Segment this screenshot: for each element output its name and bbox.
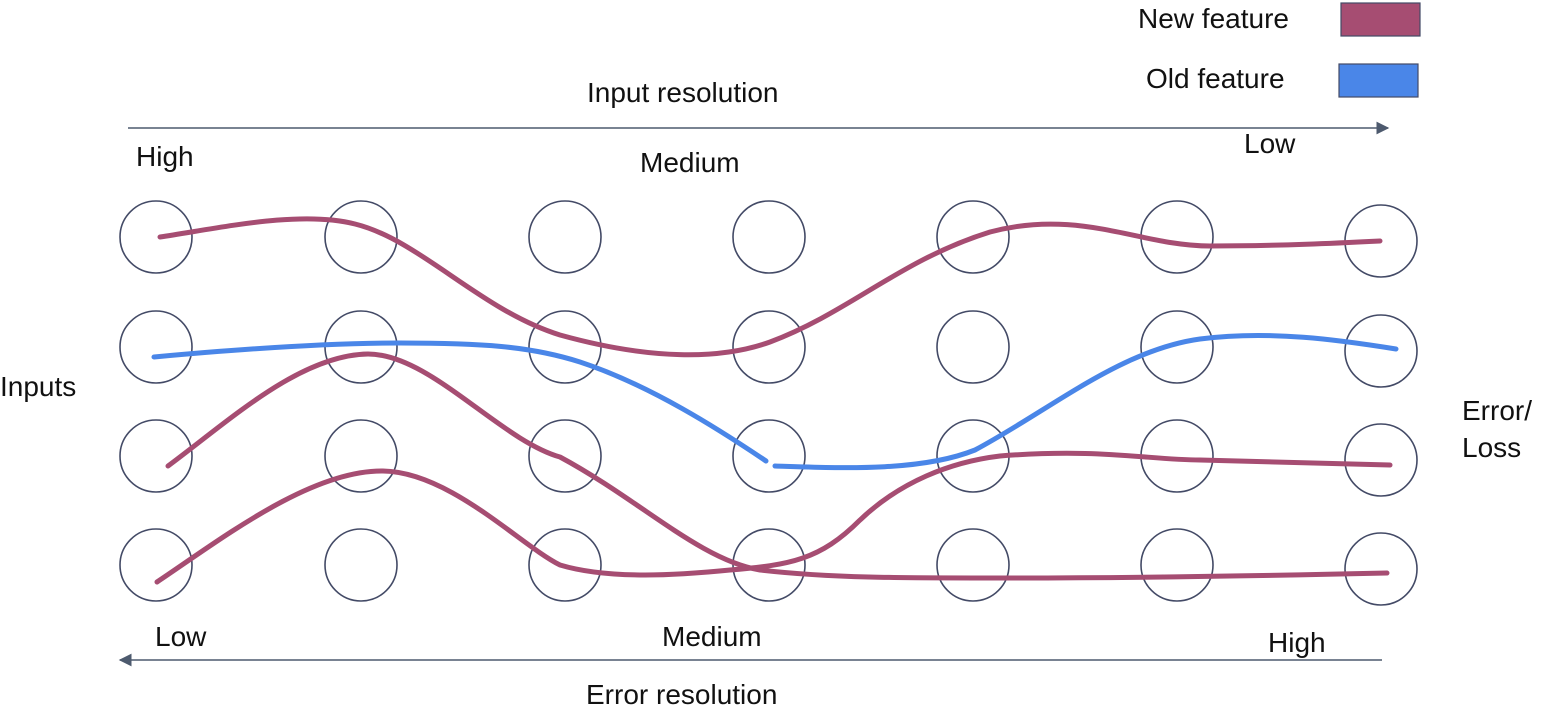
node-r3-c7 — [1344, 423, 1418, 497]
feature-curves — [151, 216, 1399, 585]
node-r2-c6 — [1140, 310, 1214, 384]
node-r4-c6 — [1140, 528, 1214, 602]
bottom-axis: Low Medium High Error resolution — [118, 621, 1382, 707]
old-feature-path-1 — [151, 340, 769, 464]
top-axis: Input resolution High Medium Low — [128, 77, 1390, 178]
top-axis-title: Input resolution — [587, 77, 778, 108]
node-r3-c1 — [119, 419, 193, 493]
new-feature-path-3 — [154, 450, 1393, 585]
node-r1-c4 — [732, 200, 806, 274]
node-r2-c1 — [119, 310, 193, 384]
top-axis-left-label: High — [136, 141, 194, 172]
node-r3-c4 — [732, 419, 806, 493]
legend-old-feature-swatch — [1338, 63, 1419, 98]
node-r4-c1 — [119, 528, 193, 602]
node-r3-c3 — [528, 419, 602, 493]
node-r2-c4 — [732, 310, 806, 384]
error-label-line1: Error/ — [1462, 395, 1532, 426]
top-axis-mid-label: Medium — [640, 147, 740, 178]
legend-old-feature-label: Old feature — [1146, 63, 1285, 94]
node-r2-c2 — [324, 310, 398, 384]
bottom-axis-mid-label: Medium — [662, 621, 762, 652]
legend-new-feature-label: New feature — [1138, 3, 1289, 34]
new-feature-path-1 — [157, 216, 1383, 358]
old-feature-path-2 — [772, 332, 1399, 471]
node-r4-c7 — [1344, 532, 1418, 606]
node-r2-c7 — [1344, 314, 1418, 388]
top-axis-right-label: Low — [1244, 128, 1296, 159]
node-r4-c5 — [936, 528, 1010, 602]
legend: New feature Old feature — [1138, 2, 1421, 98]
error-label-line2: Loss — [1462, 432, 1521, 463]
bottom-axis-right-label: High — [1268, 627, 1326, 658]
node-r1-c3 — [528, 200, 602, 274]
node-r2-c5 — [936, 310, 1010, 384]
node-r1-c1 — [119, 200, 193, 274]
node-r4-c2 — [324, 528, 398, 602]
node-r3-c2 — [324, 419, 398, 493]
node-grid — [119, 200, 1418, 606]
bottom-axis-left-label: Low — [155, 621, 207, 652]
node-r2-c3 — [528, 310, 602, 384]
new-feature-path-2 — [165, 351, 1390, 581]
bottom-axis-title: Error resolution — [586, 679, 777, 707]
legend-new-feature-swatch — [1340, 2, 1421, 37]
inputs-label: Inputs — [0, 371, 76, 402]
